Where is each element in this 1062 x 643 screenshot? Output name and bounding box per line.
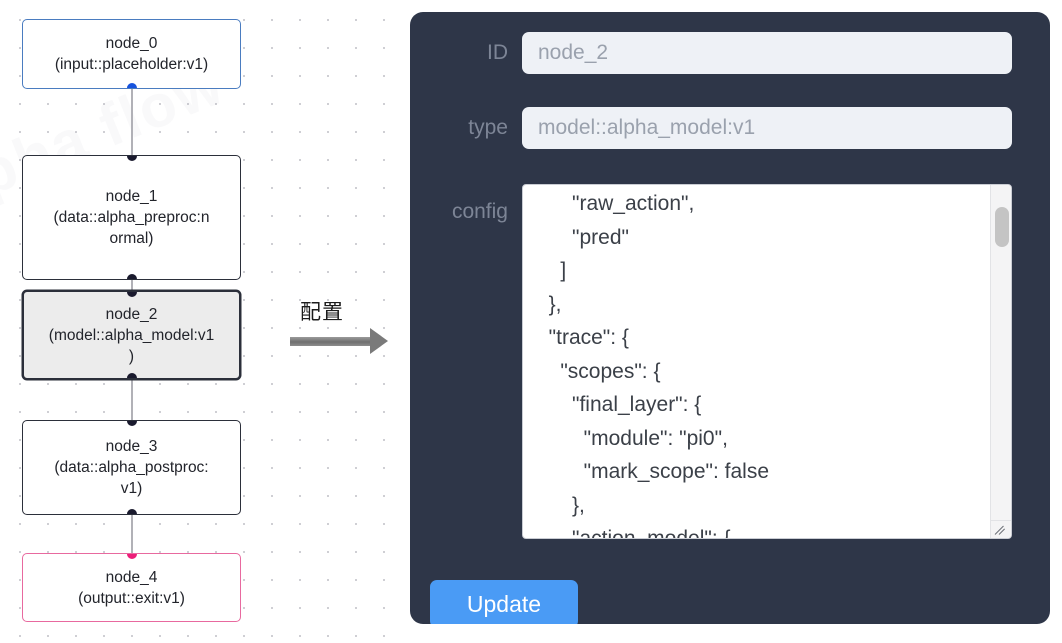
port-out-node_3[interactable] xyxy=(126,509,137,514)
flow-node-label: node_2 (model::alpha_model:v1 ) xyxy=(48,305,215,365)
edge-node3-node4 xyxy=(131,510,133,558)
node-config-panel: ID type config "raw_action", "pred" ] },… xyxy=(410,12,1050,624)
edge-node1-node2 xyxy=(131,275,133,295)
flow-node-node_2[interactable]: node_2 (model::alpha_model:v1 ) xyxy=(22,290,241,380)
arrow-right-icon xyxy=(290,337,372,346)
edge-node0-node1 xyxy=(131,84,133,160)
config-field-label: config xyxy=(451,200,508,223)
port-in-node_3[interactable] xyxy=(126,421,137,426)
port-in-node_2[interactable] xyxy=(126,292,137,297)
flow-node-node_0[interactable]: node_0 (input::placeholder:v1) xyxy=(22,19,241,89)
resize-handle-icon[interactable] xyxy=(990,520,1011,538)
port-out-node_1[interactable] xyxy=(126,274,137,279)
config-scrollbar-thumb[interactable] xyxy=(995,207,1009,247)
flow-node-node_4[interactable]: node_4 (output::exit:v1) xyxy=(22,553,241,622)
flow-node-label: node_1 (data::alpha_preproc:n ormal) xyxy=(53,188,210,247)
field-row-config: config "raw_action", "pred" ] }, "trace"… xyxy=(410,184,1012,539)
config-scrollbar[interactable] xyxy=(990,185,1011,525)
port-out-node_0[interactable] xyxy=(126,83,137,88)
type-field-label: type xyxy=(468,116,508,139)
type-input[interactable] xyxy=(522,107,1012,149)
edge-node2-node3 xyxy=(131,375,133,425)
flow-node-label: node_0 (input::placeholder:v1) xyxy=(54,35,209,73)
port-in-node_4[interactable] xyxy=(126,554,137,559)
id-input[interactable] xyxy=(522,32,1012,74)
arrow-head-icon xyxy=(370,328,388,354)
flow-canvas[interactable]: alpha flow node_0 (input::placeholder:v1… xyxy=(0,0,400,643)
flow-node-node_1[interactable]: node_1 (data::alpha_preproc:n ormal) xyxy=(22,155,241,280)
flow-node-label: node_4 (output::exit:v1) xyxy=(78,568,185,607)
update-button[interactable]: Update xyxy=(430,580,578,624)
config-textarea[interactable]: "raw_action", "pred" ] }, "trace": { "sc… xyxy=(523,185,993,538)
field-row-type: type xyxy=(410,107,1012,149)
port-out-node_2[interactable] xyxy=(126,373,137,378)
transition-annotation: 配置 xyxy=(290,296,395,366)
flow-node-node_3[interactable]: node_3 (data::alpha_postproc: v1) xyxy=(22,420,241,515)
id-field-label: ID xyxy=(487,41,508,64)
port-in-node_1[interactable] xyxy=(126,156,137,161)
config-editor[interactable]: "raw_action", "pred" ] }, "trace": { "sc… xyxy=(522,184,1012,539)
transition-caption: 配置 xyxy=(300,300,344,324)
field-row-id: ID xyxy=(410,32,1012,74)
flow-node-label: node_3 (data::alpha_postproc: v1) xyxy=(54,438,209,497)
